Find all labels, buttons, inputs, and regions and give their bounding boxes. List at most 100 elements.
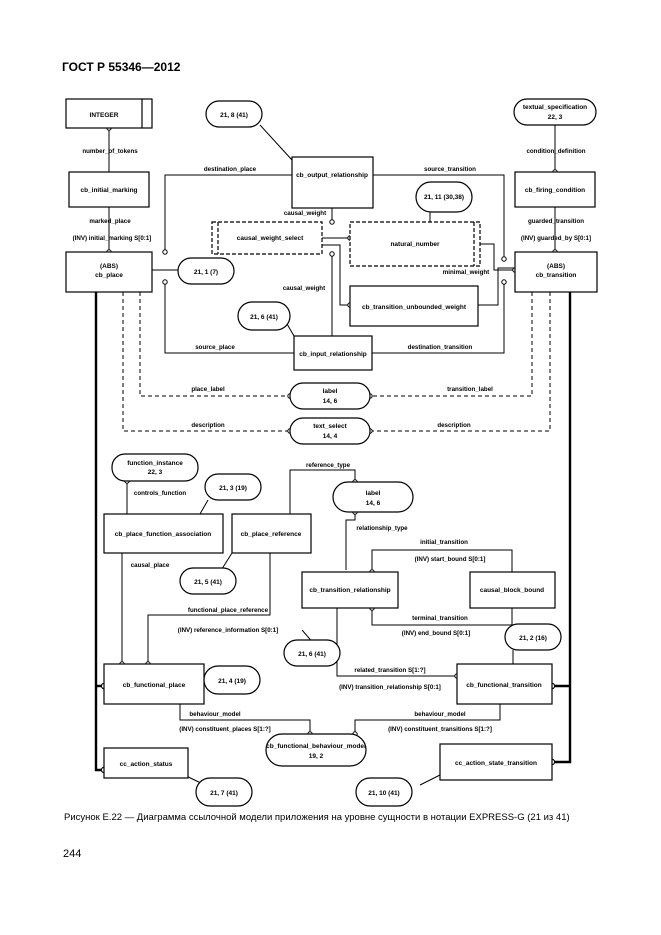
text-cb-place-2: cb_place (95, 272, 123, 279)
edge-destination-place (164, 174, 292, 252)
ref-label-1 (289, 382, 371, 410)
text-ref-21-10: 21, 10 (41) (368, 790, 399, 797)
box-causal-weight-select (211, 221, 323, 255)
box-cb-place-reference (231, 513, 312, 554)
edge-initial-transition (371, 549, 513, 572)
box-cb-input-relationship (293, 335, 373, 371)
text-ref-21-5: 21, 5 (41) (194, 579, 222, 586)
text-causal-weight-select: causal_weight_select (237, 235, 304, 242)
text-cb-input-relationship: cb_input_relationship (299, 351, 367, 358)
box-cb-functional-transition (456, 663, 553, 705)
ref-21-3 (204, 473, 262, 501)
label-description-2: description (437, 422, 471, 429)
text-cb-functional-transition: cb_functional_transition (466, 682, 542, 689)
edge-source-transition (373, 174, 505, 259)
label-relationship-type: relationship_type (356, 525, 408, 532)
ref-21-1 (177, 257, 235, 285)
label-marked-place: marked_place (89, 218, 131, 225)
box-cc-action-state-transition (439, 743, 553, 781)
label-functional-place-reference: functional_place_reference (188, 607, 269, 614)
label-controls-function: controls_function (134, 490, 186, 497)
ref-21-6 (237, 301, 291, 331)
edge-behaviour-model-place (179, 704, 311, 734)
label-inv-constituent-places: (INV) constituent_places S[1:?] (179, 726, 270, 733)
edge-transition-label (370, 292, 533, 397)
edge-minimal-weight (480, 243, 515, 271)
text-ref-21-2: 21, 2 (16) (519, 635, 547, 642)
text-ref-functional-behaviour-b: 19, 2 (309, 753, 324, 760)
label-destination-place: destination_place (204, 166, 257, 173)
end-circle (501, 279, 507, 285)
text-ref-function-instance-a: function_instance (127, 460, 183, 467)
label-reference-type: reference_type (306, 462, 351, 469)
text-ref-label-1a: label (323, 388, 338, 395)
text-cb-transition-relationship: cb_transition_relationship (309, 587, 390, 594)
text-ref-21-11: 21, 11 (30,38) (424, 194, 464, 201)
ref-21-8 (205, 100, 263, 128)
ref-text-select (289, 417, 371, 445)
edge-place-subtype (94, 292, 104, 772)
ref-21-11 (415, 181, 473, 213)
label-behaviour-model-2: behaviour_model (414, 711, 466, 718)
ref-21-10 (355, 777, 413, 807)
box-cb-transition-relationship (301, 571, 399, 609)
text-ref-label-1b: 14, 6 (323, 398, 338, 405)
text-cb-firing-condition: cb_firing_condition (525, 187, 585, 194)
label-causal-weight-2: causal_weight (283, 285, 325, 292)
box-cc-action-status (103, 747, 189, 779)
edge-destination-transition (372, 282, 505, 354)
label-inv-transition-relationship: (INV) transition_relationship S[0:1] (339, 684, 441, 691)
text-cb-transition-unbounded-weight: cb_transition_unbounded_weight (362, 304, 467, 311)
end-circle (329, 219, 335, 225)
box-cb-firing-condition (514, 171, 596, 208)
text-cb-output-relationship: cb_output_relationship (296, 172, 368, 179)
edge-unbounded-transition (478, 267, 515, 306)
box-cb-initial-marking (68, 171, 150, 208)
label-inv-end-bound: (INV) end_bound S[0:1] (402, 630, 470, 637)
box-cb-place-function-association (103, 513, 224, 554)
edge-ref-21-3 (199, 499, 209, 515)
page-number: 244 (63, 848, 82, 860)
label-minimal-weight: minimal_weight (443, 269, 489, 276)
text-ref-functional-behaviour-a: cb_functional_behaviour_model (266, 743, 366, 750)
text-natural-number: natural_number (390, 241, 440, 248)
text-integer: INTEGER (90, 112, 119, 119)
text-causal-block-bound: causal_block_bound (480, 587, 544, 594)
box-integer (65, 98, 153, 129)
label-causal-place: causal_place (131, 562, 170, 569)
label-related-transition: related_transition S[1:?] (354, 667, 425, 674)
label-place-label: place_label (191, 386, 225, 393)
text-ref-21-3: 21, 3 (19) (219, 485, 247, 492)
label-initial-transition: initial_transition (420, 539, 468, 546)
text-cb-transition-1: (ABS) (547, 263, 565, 270)
text-cb-place-1: (ABS) (100, 263, 118, 270)
text-ref-21-7: 21, 7 (41) (210, 790, 238, 797)
label-inv-reference-information: (INV) reference_information S[0:1] (178, 627, 278, 634)
text-ref-label-2b: 14, 6 (366, 500, 381, 507)
text-ref-21-6: 21, 6 (41) (250, 314, 278, 321)
edge-place-label (139, 292, 290, 397)
edge-behaviour-model-transition (354, 704, 501, 734)
edge-related-transition (336, 608, 457, 677)
label-destination-transition: destination_transition (408, 344, 473, 351)
box-causal-block-bound (469, 571, 556, 609)
edge-select-unbounded (322, 244, 350, 306)
ref-label-2 (332, 481, 414, 513)
edge-terminal-transition (371, 608, 513, 626)
text-ref-21-4: 21, 4 (19) (218, 678, 246, 685)
label-source-transition: source_transition (424, 166, 476, 173)
ref-21-7 (195, 777, 253, 807)
ref-21-4 (203, 665, 261, 695)
label-inv-constituent-transitions: (INV) constituent_transitions S[1:?] (388, 726, 492, 733)
text-ref-21-6b: 21, 6 (41) (298, 651, 326, 658)
end-circle (501, 256, 507, 262)
text-cb-initial-marking: cb_initial_marking (80, 187, 137, 194)
ref-21-6b (283, 639, 341, 667)
text-cc-action-state-transition: cc_action_state_transition (455, 760, 537, 767)
text-cb-place-function-association: cb_place_function_association (115, 531, 211, 538)
figure-caption: Рисунок Е.22 — Диаграмма ссылочной модел… (64, 812, 570, 823)
label-description-1: description (191, 422, 225, 429)
label-terminal-transition: terminal_transition (412, 615, 468, 622)
ref-21-5 (179, 567, 237, 595)
